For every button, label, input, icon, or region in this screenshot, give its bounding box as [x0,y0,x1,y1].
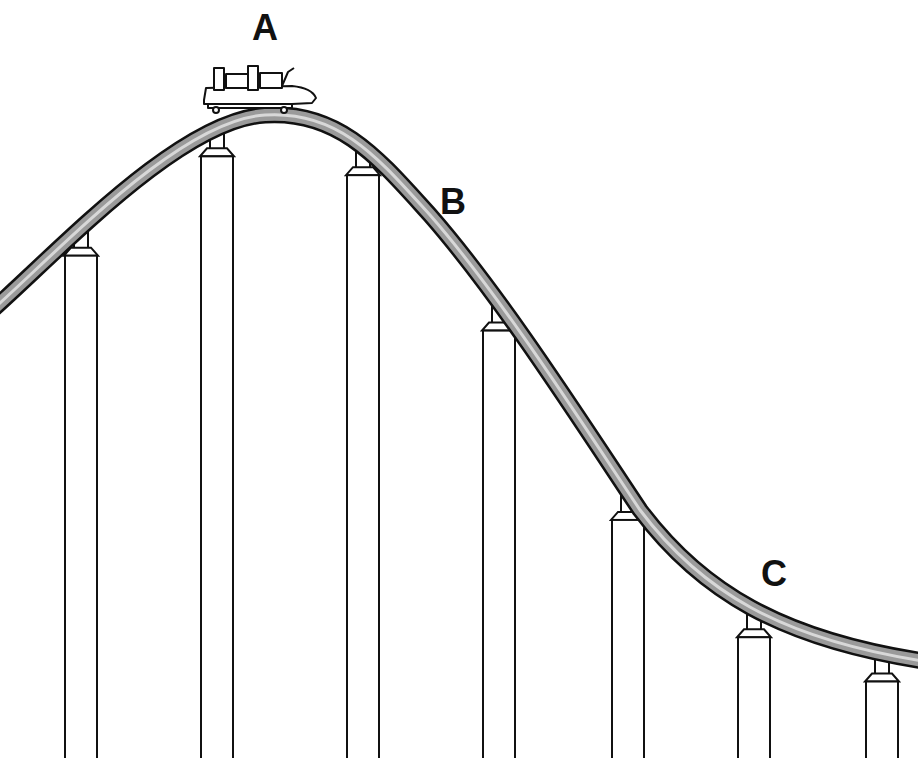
track-rail [0,115,918,662]
pillar-cap [200,148,234,156]
car-seat [260,73,282,88]
support-pillar [611,492,645,758]
point-label: A [252,10,278,46]
track-band [0,115,918,662]
support-pillar [865,654,899,758]
pillar-column [347,175,379,758]
car-wheel [281,107,287,113]
coaster-car [204,66,316,113]
pillar-column [483,331,515,758]
pillar-column [866,682,898,758]
pillar-cap [737,629,771,637]
support-pillars [64,128,899,758]
pillar-column [201,156,233,758]
support-pillar [737,609,771,758]
pillar-column [738,637,770,758]
pillar-column [612,520,644,758]
pillar-cap [865,674,899,682]
car-wheel [213,107,219,113]
car-lap-bar [282,68,294,86]
car-seat [248,66,258,90]
car-seat [214,68,224,90]
support-pillar [64,228,98,758]
support-pillar [346,147,380,758]
track-outline [0,115,918,662]
point-label: B [440,184,466,220]
coaster-track [0,115,918,662]
car-seat [226,74,248,88]
support-pillar [482,303,516,758]
support-pillar [200,128,234,758]
pillar-column [65,256,97,758]
point-label: C [761,556,787,592]
